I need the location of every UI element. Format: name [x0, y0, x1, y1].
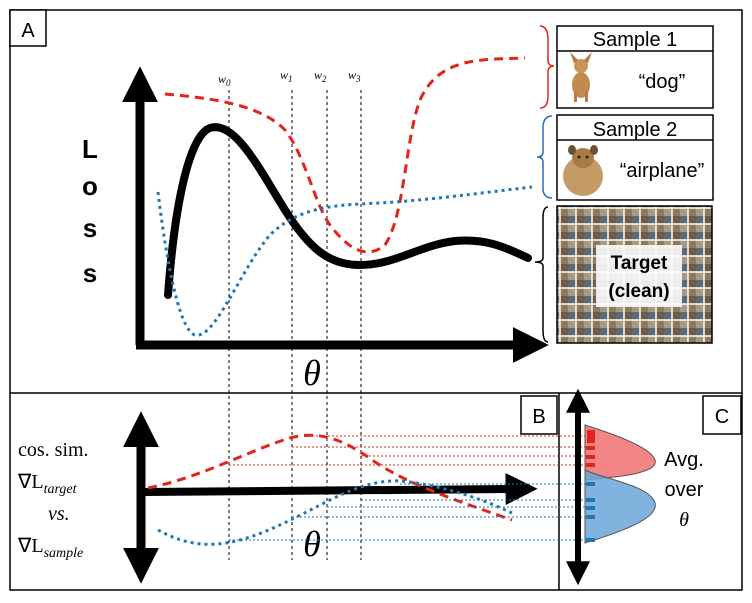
target-card: Target (clean) [556, 205, 713, 344]
sample2-card: Sample 2 “airplane” [556, 114, 714, 201]
theta-label-b: θ [303, 524, 321, 564]
panel-a-axes [122, 66, 549, 363]
target-loss-curve [164, 123, 532, 299]
sample2-title: Sample 2 [593, 119, 678, 141]
sample2-cos-sim-curve [157, 479, 513, 546]
sample1-cos-sim-curve [147, 433, 513, 522]
sample1-card: Sample 1 “dog” [556, 25, 714, 109]
sample1-title: Sample 1 [593, 29, 678, 51]
svg-text:over: over [665, 479, 704, 501]
theta-x-axis-b [142, 473, 538, 506]
target-line1: Target [611, 253, 668, 274]
w0-label: w0 [218, 72, 231, 88]
svg-text:L: L [82, 134, 98, 164]
svg-text:s: s [83, 213, 97, 243]
sample1-distribution [584, 424, 656, 481]
sample2-label: “airplane” [620, 160, 704, 182]
panel-label-c: C [702, 395, 742, 435]
svg-text:s: s [83, 258, 97, 288]
target-line2: (clean) [608, 281, 669, 302]
w1-label: w1 [280, 68, 293, 84]
w3-label: w3 [348, 68, 361, 84]
sample2-ticks [586, 482, 595, 542]
sample1-loss-curve [164, 56, 526, 254]
svg-text:C: C [715, 406, 729, 428]
weight-guide-lines [228, 90, 362, 560]
panel-label-b: B [520, 395, 558, 435]
projection-lines [229, 435, 585, 541]
svg-text:vs.: vs. [48, 503, 70, 525]
svg-text:θ: θ [679, 509, 689, 531]
svg-text:Avg.: Avg. [664, 449, 704, 471]
theta-label-a: θ [303, 353, 321, 393]
avg-caption: Avg. over θ [664, 449, 704, 531]
cos-sim-label: cos. sim. ∇Ltarget vs. ∇Lsample [17, 439, 89, 561]
sample1-label: “dog” [639, 71, 686, 93]
sample1-ticks [586, 430, 595, 467]
target-bracket [534, 206, 549, 343]
weight-labels: w0 w1 w2 w3 [218, 68, 361, 88]
terrier-image [563, 145, 603, 196]
sample2-bracket [536, 115, 553, 199]
svg-text:∇Lsample: ∇Lsample [17, 535, 83, 561]
svg-text:∇Ltarget: ∇Ltarget [17, 471, 78, 497]
loss-axis-label: L o s s [82, 134, 98, 288]
svg-text:A: A [21, 20, 35, 42]
sample1-bracket [539, 25, 555, 109]
svg-text:o: o [82, 171, 98, 201]
dog-image [570, 52, 592, 102]
panel-label-a: A [9, 9, 47, 47]
sample2-distribution [584, 469, 656, 544]
svg-text:cos. sim.: cos. sim. [18, 439, 89, 461]
w2-label: w2 [314, 68, 327, 84]
figure-border [9, 9, 743, 591]
svg-text:B: B [532, 406, 545, 428]
panel-b-axes [123, 411, 538, 584]
